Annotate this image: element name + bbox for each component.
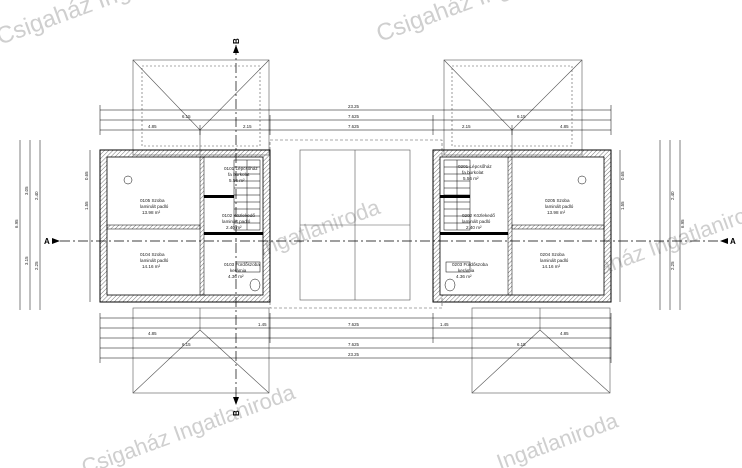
section-b-top-label: B	[232, 38, 241, 44]
dim-right-top: 6.15	[517, 114, 526, 119]
section-b-top-arrow	[233, 45, 239, 53]
dim-bottom-5: 6.15	[517, 342, 526, 347]
dim-bottom-overall: 23.25	[348, 352, 360, 357]
dimension-texts: 23.25 6.15 7.625 6.15 4.85 2.15 7.625 2.…	[14, 104, 685, 357]
room-0102-name: 0102 Közlekedő	[222, 213, 255, 218]
room-0103-name: 0103 Fürdőszoba	[224, 262, 260, 267]
room-labels-right: 0201 Lépcsőház fa burkolat 5.56 m² 0205 …	[452, 164, 574, 279]
room-0105-name: 0105 Szoba	[140, 198, 165, 203]
room-0103-area: 4.36 m²	[228, 274, 244, 279]
room-0204-name: 0204 Szoba	[540, 252, 565, 257]
dimension-lines	[19, 105, 681, 363]
room-0203-name: 0203 Fürdőszoba	[452, 262, 488, 267]
room-0204-sub: laminált padló	[540, 258, 569, 263]
watermark-top-right: Csigaház Ingatlaniroda	[373, 0, 614, 48]
dim-right-side-total: 6.95	[680, 219, 685, 228]
dim-right-h1: 2.40	[670, 191, 675, 200]
room-0202-area: 2.40 m²	[466, 225, 482, 230]
room-0101-sub: fa burkolat	[228, 172, 250, 177]
section-a-right-label: A	[730, 237, 736, 246]
dim-right-h4: 2.25	[670, 261, 675, 270]
section-a-right-arrow	[720, 238, 728, 244]
dim-bottom-3: 6.15	[182, 342, 191, 347]
room-0205-sub: laminált padló	[545, 204, 574, 209]
unit-left	[99, 149, 271, 303]
dim-left-h2: 1.55	[84, 201, 89, 210]
dim-middle-top: 7.625	[348, 114, 360, 119]
dim-inner-left: 2.15	[243, 124, 252, 129]
dim-middle-2: 7.625	[348, 124, 360, 129]
dim-bottom-small-l: 1.45	[258, 322, 267, 327]
room-0202-name: 0202 Közlekedő	[462, 213, 495, 218]
room-0201-name: 0201 Lépcsőház	[458, 164, 492, 169]
dim-left-side-total: 6.95	[14, 219, 19, 228]
room-0205-name: 0205 Szoba	[545, 198, 570, 203]
section-a-left-arrow	[52, 238, 60, 244]
section-a-left-label: A	[44, 237, 50, 246]
dim-overall-top: 23.25	[348, 104, 360, 109]
dim-inner-right: 2.15	[462, 124, 471, 129]
dim-bottom-mid: 7.625	[348, 322, 360, 327]
room-0104-sub: laminált padló	[140, 258, 169, 263]
watermark-bottom-left: Csigaház Ingatlaniroda	[78, 379, 299, 468]
room-labels-left: 0101 Lépcsőház fa burkolat 5.56 m² 0105 …	[140, 166, 260, 279]
room-0104-area: 14.16 m²	[142, 264, 161, 269]
dim-bottom-small-r: 1.45	[440, 322, 449, 327]
section-b-bottom-label: B	[232, 410, 241, 416]
dim-bottom-2: 4.85	[560, 331, 569, 336]
dim-bottom-1: 4.85	[148, 331, 157, 336]
room-0103-sub: kerámia	[230, 268, 247, 273]
dim-right-h2: 1.55	[620, 201, 625, 210]
room-0202-sub: laminált padló	[462, 219, 491, 224]
watermark-bottom-right: Ingatlaniroda	[493, 407, 622, 468]
room-0101-name: 0101 Lépcsőház	[224, 166, 258, 171]
unit-right	[432, 149, 612, 303]
room-0102-sub: laminált padló	[222, 219, 251, 224]
room-0201-sub: fa burkolat	[462, 170, 484, 175]
dim-unit-left: 4.85	[148, 124, 157, 129]
room-0104-name: 0104 Szoba	[140, 252, 165, 257]
section-lines: A A B B	[44, 38, 736, 416]
dim-left-side-1: 3.05	[24, 186, 29, 195]
dim-unit-right: 4.85	[560, 124, 569, 129]
dim-left-side-2: 3.15	[24, 256, 29, 265]
dim-left-h3: 0.65	[84, 171, 89, 180]
dim-left-h4: 2.25	[34, 261, 39, 270]
room-0105-sub: laminált padló	[140, 204, 169, 209]
room-0204-area: 14.16 m²	[542, 264, 561, 269]
dim-left-top: 6.15	[182, 114, 191, 119]
room-0105-area: 13.98 m²	[142, 210, 161, 215]
dim-bottom-4: 7.625	[348, 342, 360, 347]
dim-left-h1: 2.40	[34, 191, 39, 200]
room-0102-area: 2.40 m²	[226, 225, 242, 230]
room-0205-area: 13.98 m²	[547, 210, 566, 215]
room-0203-area: 4.36 m²	[456, 274, 472, 279]
room-0203-sub: kerámia	[458, 268, 475, 273]
watermark-top-left: Csigaház Ingatlaniroda	[0, 0, 233, 51]
section-b-bottom-arrow	[233, 397, 239, 405]
room-0201-area: 5.56 m²	[463, 176, 479, 181]
dim-right-h3: 0.65	[620, 171, 625, 180]
room-0101-area: 5.56 m²	[229, 178, 245, 183]
